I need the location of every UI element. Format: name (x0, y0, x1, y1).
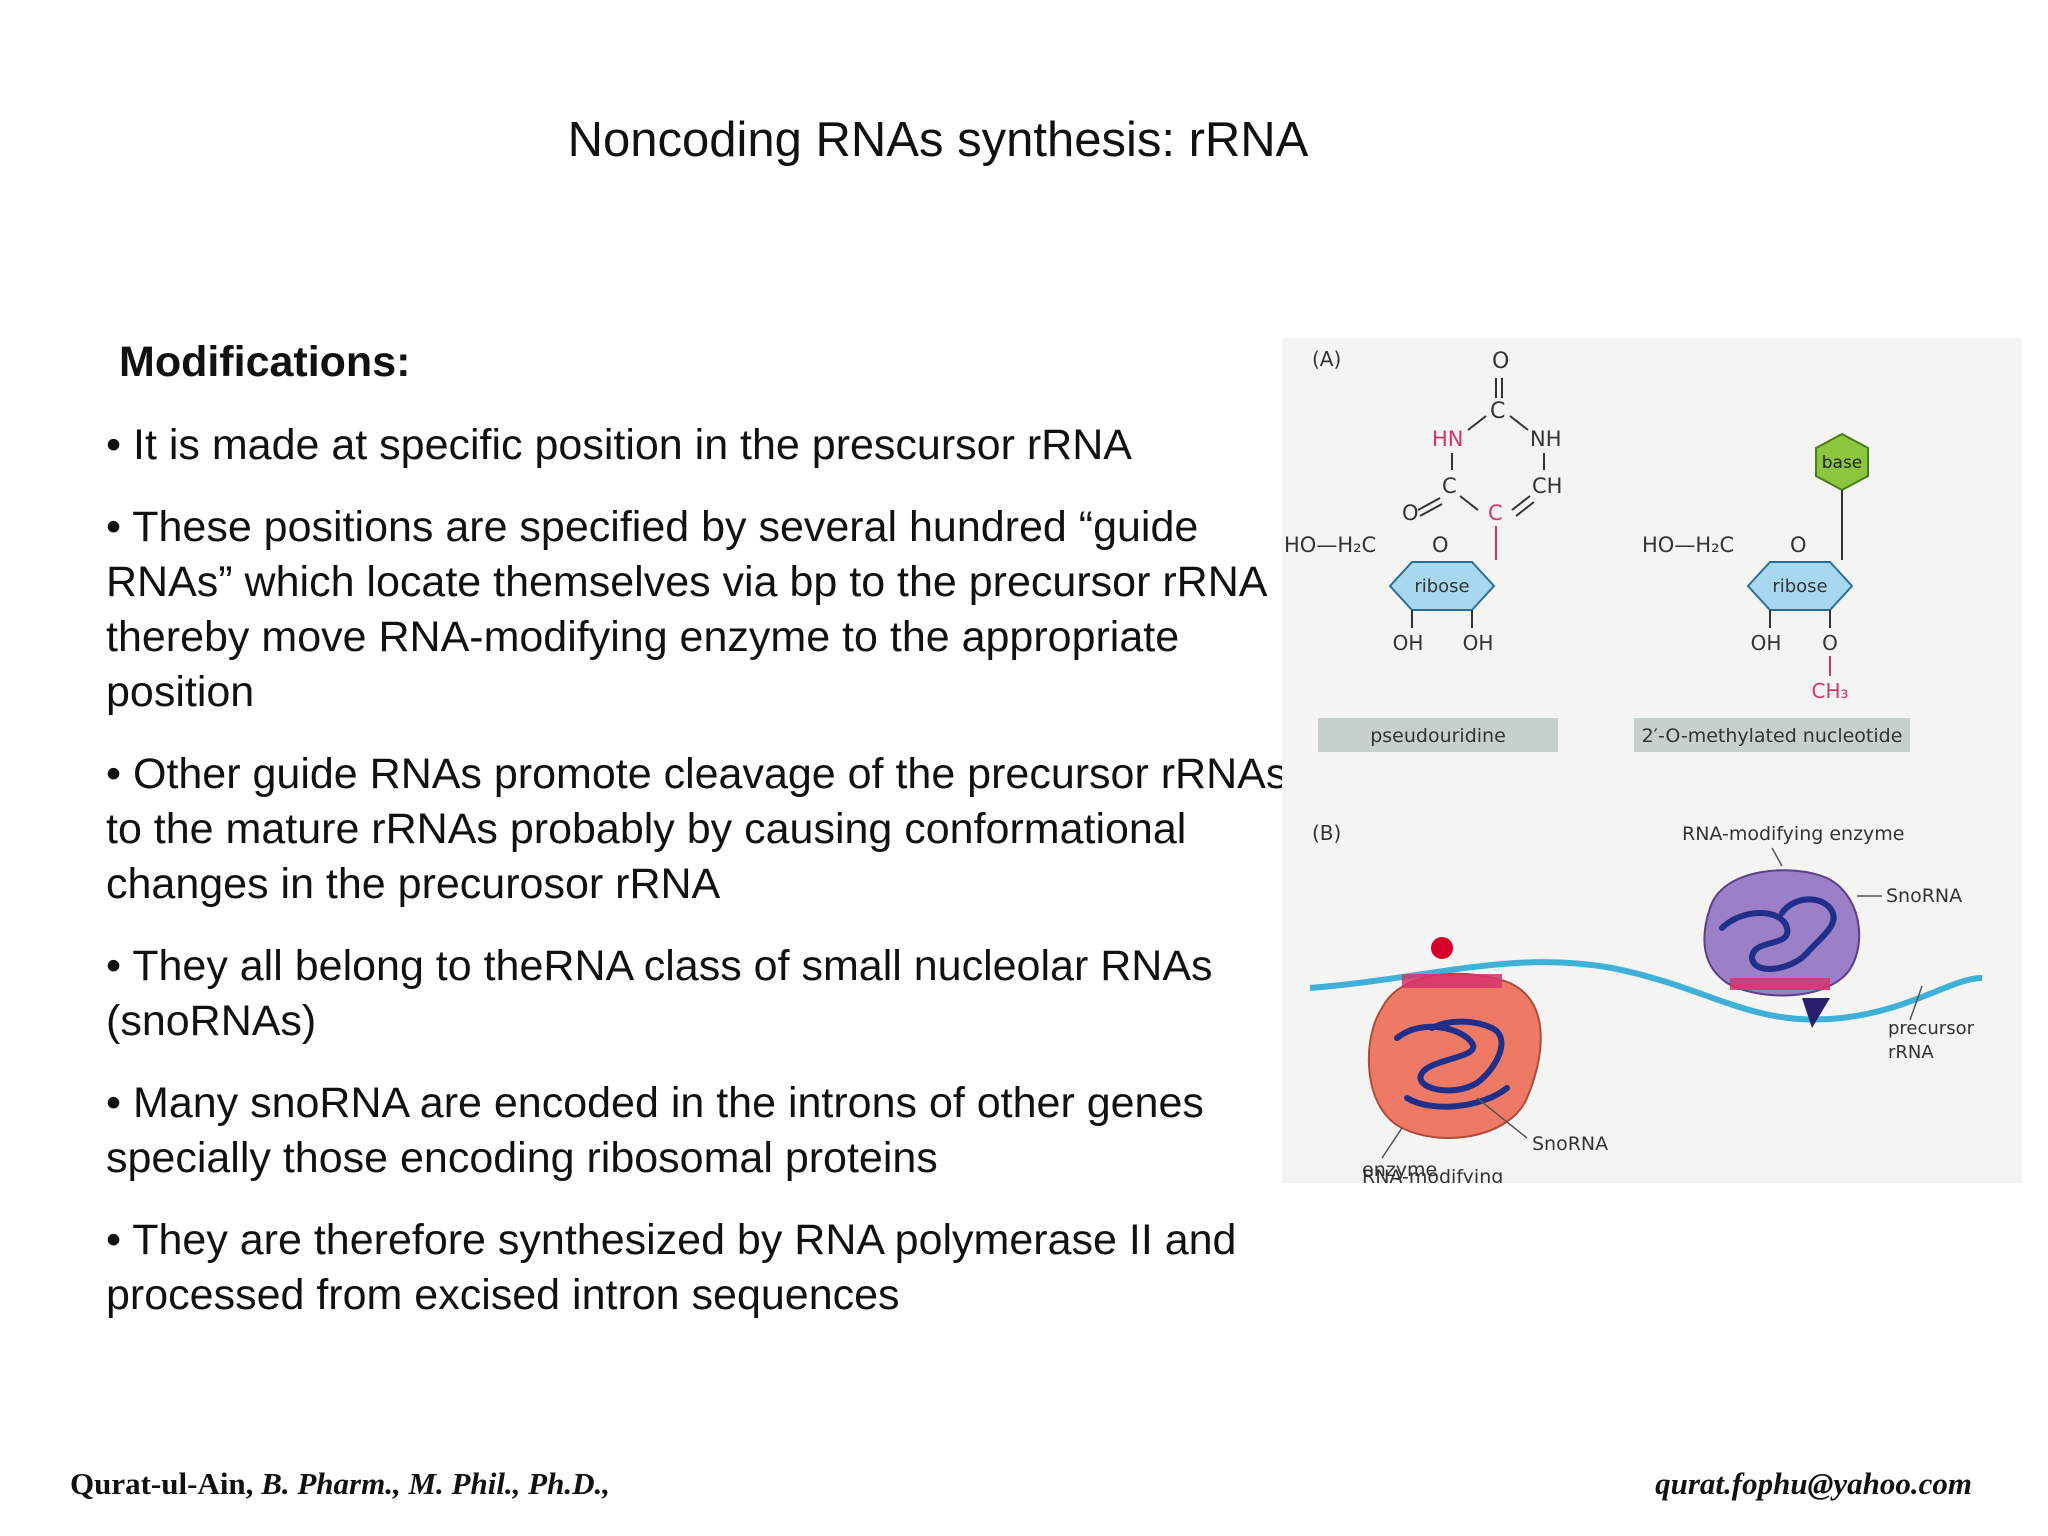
chem-label: C (1442, 474, 1457, 498)
bond (1459, 495, 1479, 511)
caption-box (1634, 718, 1910, 752)
chem-label: O (1790, 533, 1807, 557)
modification-dot (1431, 937, 1453, 959)
base-pairing-region (1730, 978, 1830, 990)
leader-line (1476, 1097, 1528, 1139)
bullet-item: • They are therefore synthesized by RNA … (106, 1216, 1237, 1319)
left-rna-modifying-enzyme: SnoRNA RNA-modifying (1362, 937, 1608, 1183)
chem-label: O (1492, 349, 1509, 374)
chem-label: OH (1393, 631, 1424, 655)
bullet-item: • It is made at specific position in the… (106, 421, 1132, 469)
chem-label: ribose (1414, 576, 1469, 597)
bullet-item: • These positions are specified by sever… (106, 503, 1266, 716)
chem-label: C (1490, 399, 1505, 424)
label-enzyme-bottom-1: RNA-modifying (1362, 1166, 1503, 1183)
section-heading: Modifications: (119, 338, 411, 386)
bullet-item: • They all belong to theRNA class of sma… (106, 942, 1213, 1045)
label-snorna-top: SnoRNA (1886, 885, 1962, 907)
chem-label: CH (1532, 474, 1562, 498)
label-precursor-2: rRNA (1888, 1042, 1934, 1063)
chem-label: O (1822, 631, 1838, 655)
author-name: Qurat-ul-Ain, (70, 1466, 262, 1501)
caption-box (1318, 718, 1558, 752)
chem-label: ribose (1772, 576, 1827, 597)
chem-label: HN (1432, 427, 1464, 451)
precursor-rrna-strand (1309, 959, 1983, 1023)
chem-label: C (1488, 501, 1503, 525)
leader-line (1909, 985, 1923, 1021)
leader-line (1771, 847, 1783, 867)
right-rna-modifying-enzyme: RNA-modifying enzyme SnoRNA precursor rR… (1682, 823, 1975, 1063)
chem-label: CH₃ (1811, 679, 1848, 703)
caption-methylated: 2′-O-methylated nucleotide (1642, 725, 1903, 747)
chem-label: base (1822, 453, 1863, 473)
panel-b-label: (B) (1312, 821, 1341, 845)
snorna-coil (1719, 896, 1837, 972)
base-pairing-region (1402, 974, 1502, 988)
chem-label: O (1432, 533, 1449, 557)
bond (1511, 495, 1531, 511)
label-precursor-1: precursor (1888, 1018, 1975, 1039)
label-enzyme-bottom-2-wrap: enzyme (1362, 1159, 1437, 1181)
chem-label: HO—H₂C (1642, 533, 1734, 557)
methylated-nucleotide-structure: base HO—H₂C O ribose OH O CH₃ 2′-O-methy… (1634, 432, 1910, 752)
chem-label: OH (1751, 631, 1782, 655)
footer-author: Qurat-ul-Ain, B. Pharm., M. Phil., Ph.D.… (70, 1466, 610, 1502)
label-snorna-bottom: SnoRNA (1532, 1133, 1608, 1155)
chem-label: OH (1463, 631, 1494, 655)
bullet-item: • Other guide RNAs promote cleavage of t… (106, 750, 1333, 908)
footer-email: qurat.fophu@yahoo.com (1655, 1466, 1972, 1501)
caption-pseudouridine: pseudouridine (1370, 725, 1506, 747)
rna-modification-figure: (A) O C HN NH C CH C O HO—H₂C O ribose O… (1282, 338, 2022, 1183)
panel-a-label: (A) (1312, 347, 1341, 371)
author-degrees: B. Pharm., M. Phil., Ph.D., (261, 1466, 610, 1501)
bullet-list: • It is made at specific position in the… (106, 418, 1336, 1350)
bond (1515, 501, 1535, 517)
chem-label: HO—H₂C (1284, 533, 1376, 557)
pseudouridine-structure: O C HN NH C CH C O HO—H₂C O ribose OH OH… (1284, 349, 1562, 752)
snorna-coil (1394, 1018, 1510, 1110)
bond (1419, 503, 1443, 517)
bond (1417, 497, 1441, 511)
enzyme-blob (1703, 869, 1861, 997)
chem-label: O (1402, 501, 1419, 525)
bullet-item: • Many snoRNA are encoded in the introns… (106, 1079, 1204, 1182)
label-enzyme-bottom-2: enzyme (1362, 1159, 1437, 1181)
cleavage-marker (1802, 998, 1830, 1028)
chem-label: NH (1530, 427, 1562, 451)
bond (1509, 415, 1529, 431)
slide-title: Noncoding RNAs synthesis: rRNA (567, 113, 1309, 167)
leader-line (1381, 1127, 1403, 1159)
label-enzyme-top: RNA-modifying enzyme (1682, 823, 1905, 845)
bond (1467, 415, 1487, 431)
